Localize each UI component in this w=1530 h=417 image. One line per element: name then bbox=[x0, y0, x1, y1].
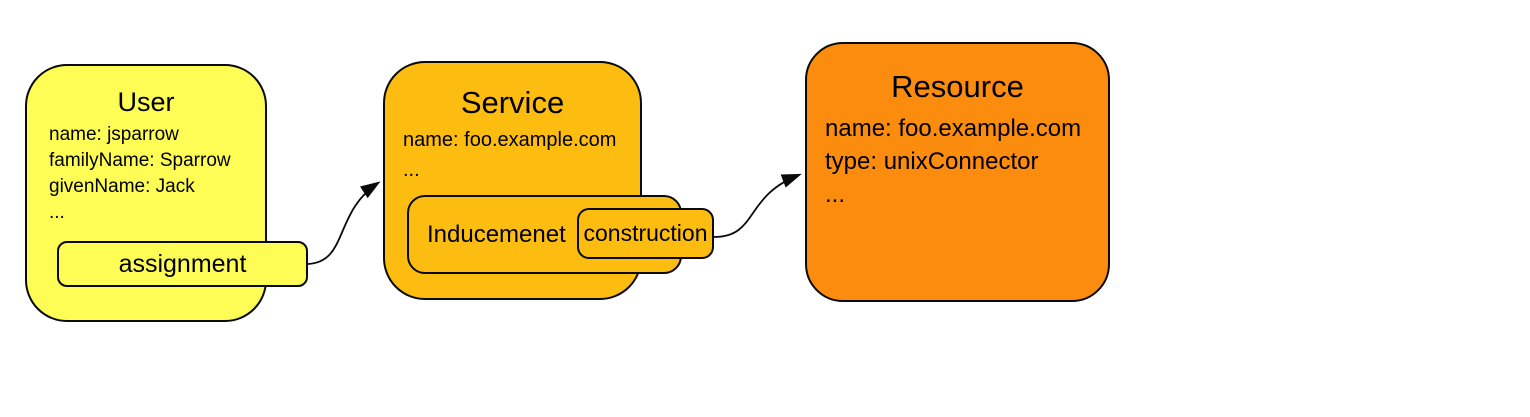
node-service-attributes: name: foo.example.com ... bbox=[385, 121, 640, 185]
connector-assignment-to-service bbox=[307, 181, 381, 265]
node-resource: Resource name: foo.example.com type: uni… bbox=[805, 42, 1110, 302]
service-attr-ellipsis: ... bbox=[403, 159, 420, 181]
resource-attr-ellipsis: ... bbox=[825, 181, 846, 208]
resource-attr-name: name: foo.example.com bbox=[825, 115, 1082, 142]
resource-attr-type: type: unixConnector bbox=[825, 148, 1039, 175]
user-attr-familyname: familyName: Sparrow bbox=[49, 150, 231, 171]
construction-label: construction bbox=[577, 208, 714, 259]
node-user-title: User bbox=[117, 87, 175, 117]
node-resource-title: Resource bbox=[891, 69, 1024, 104]
assignment-label: assignment bbox=[57, 241, 308, 287]
user-attr-ellipsis: ... bbox=[49, 202, 65, 223]
user-attr-givenname: givenName: Jack bbox=[49, 176, 195, 197]
connector-construction-to-resource bbox=[713, 173, 802, 238]
node-user-attributes: name: jsparrow familyName: Sparrow given… bbox=[27, 118, 265, 226]
node-resource-attributes: name: foo.example.com type: unixConnecto… bbox=[807, 106, 1108, 211]
node-service-title: Service bbox=[460, 85, 565, 120]
user-attr-name: name: jsparrow bbox=[49, 124, 179, 145]
service-attr-name: name: foo.example.com bbox=[403, 129, 617, 151]
